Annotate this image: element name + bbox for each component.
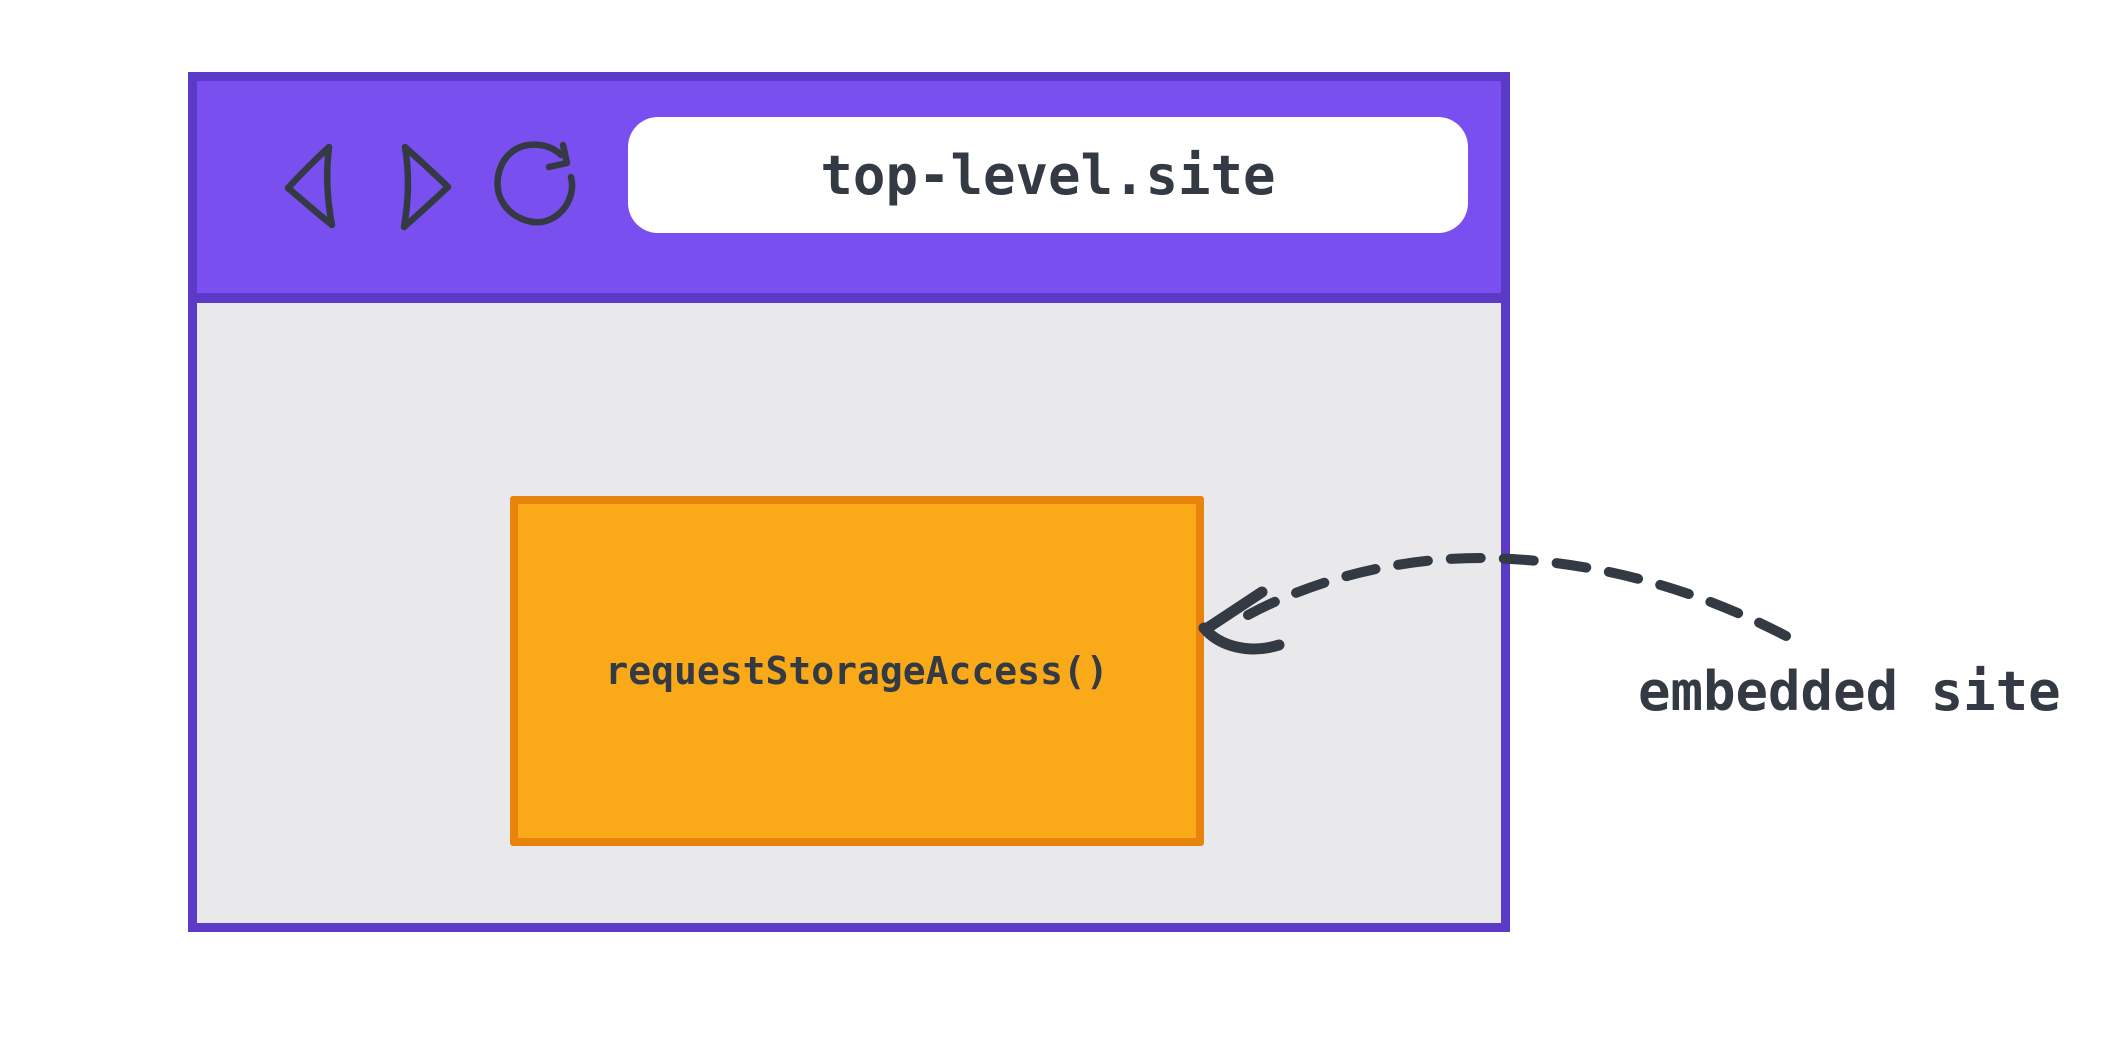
browser-toolbar: top-level.site xyxy=(197,81,1501,303)
forward-icon xyxy=(400,143,452,231)
refresh-icon xyxy=(494,141,576,226)
browser-window: top-level.site requestStorageAccess() xyxy=(188,72,1510,932)
embedded-iframe: requestStorageAccess() xyxy=(510,496,1204,846)
browser-content: requestStorageAccess() xyxy=(197,303,1501,922)
embedded-iframe-label: requestStorageAccess() xyxy=(605,649,1109,693)
embedded-site-label: embedded site xyxy=(1638,660,2061,723)
back-icon xyxy=(284,143,336,229)
address-bar-url: top-level.site xyxy=(820,143,1276,207)
address-bar: top-level.site xyxy=(628,117,1468,233)
